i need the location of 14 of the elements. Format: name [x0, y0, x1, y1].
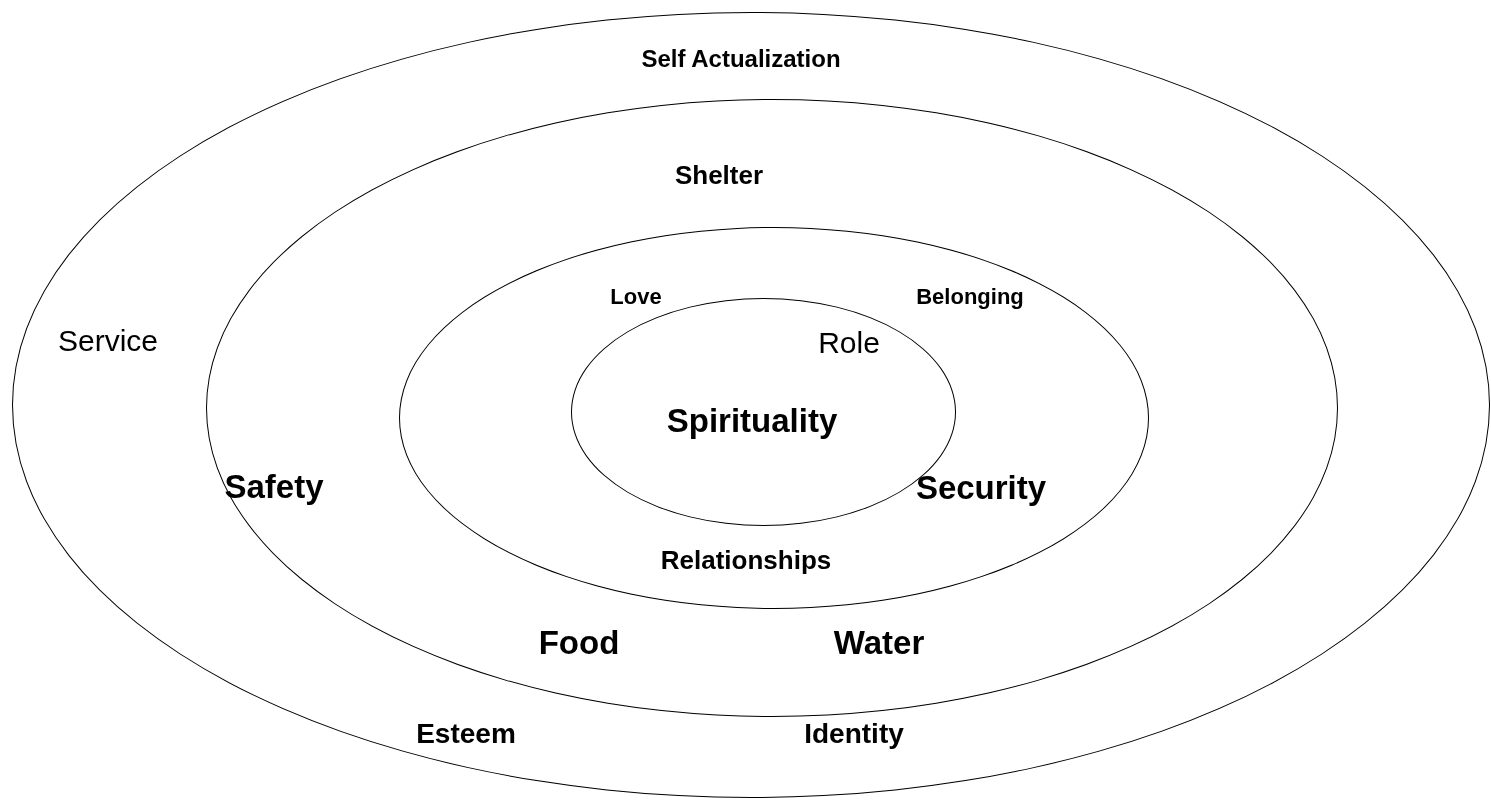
ring-label: Service [58, 326, 158, 356]
ring-label: Safety [224, 469, 324, 503]
ring-label: Love [610, 286, 662, 308]
ring-label: Self Actualization [641, 47, 841, 71]
ring-label: Belonging [916, 286, 1024, 308]
ring-label: Identity [804, 720, 904, 748]
ring-label: Food [538, 625, 620, 659]
ring-label: Spirituality [666, 403, 838, 437]
ring-label: Esteem [416, 720, 516, 748]
ring-label: Shelter [674, 162, 764, 188]
ring-label: Water [833, 625, 925, 659]
ring-label: Relationships [660, 547, 832, 573]
ring-label: Security [915, 470, 1047, 504]
ring-label: Role [818, 328, 880, 358]
